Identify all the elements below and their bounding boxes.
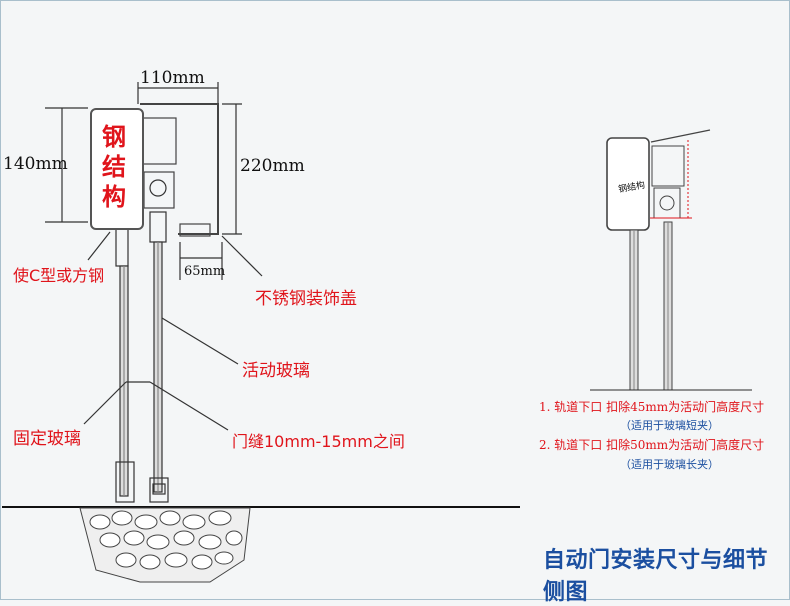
- hanger: [149, 211, 167, 243]
- steel-structure-box: [90, 108, 144, 230]
- right-steel-box: [606, 137, 650, 231]
- pulley-wheel: [149, 179, 167, 197]
- right-pulley-unit: [653, 187, 681, 219]
- pulley-unit: [143, 171, 175, 209]
- cover-bracket: [179, 223, 211, 237]
- leader-cover: [221, 235, 263, 277]
- note-2: 2. 轨道下口 扣除50mm为活动门高度尺寸: [539, 438, 765, 452]
- right-motor-unit: [651, 145, 685, 187]
- motor-unit: [141, 117, 177, 165]
- note-2-sub: （适用于玻璃长夹）: [620, 458, 719, 471]
- bottom-guide-fixed: [115, 461, 135, 503]
- steel-structure-text: 钢结构: [102, 123, 126, 211]
- dim-width-label: 110mm: [140, 68, 205, 88]
- diagram-title: 自动门安装尺寸与细节侧图: [543, 548, 769, 605]
- right-pulley-wheel: [659, 195, 675, 211]
- dim-offset-label: 65mm: [184, 264, 226, 279]
- label-c-steel: 使C型或方钢: [13, 266, 105, 285]
- bottom-guide-moving: [149, 477, 169, 503]
- dim-height-box-label: 140mm: [3, 154, 68, 174]
- label-door-gap: 门缝10mm-15mm之间: [232, 432, 405, 451]
- dim-height-total-label: 220mm: [240, 156, 305, 176]
- label-moving-glass: 活动玻璃: [242, 361, 310, 381]
- floor-guide: [152, 483, 166, 495]
- leader-gap: [149, 381, 229, 431]
- leader-c-steel: [87, 231, 111, 261]
- leader-moving-glass: [161, 317, 239, 365]
- left-diagram: [2, 82, 520, 508]
- header-housing: [140, 103, 219, 235]
- note-1: 1. 轨道下口 扣除45mm为活动门高度尺寸: [539, 400, 765, 414]
- right-diagram: [590, 129, 752, 391]
- label-cover: 不锈钢装饰盖: [255, 289, 357, 309]
- c-steel-post: [115, 225, 129, 267]
- foundation-gravel: [79, 507, 251, 583]
- note-1-sub: （适用于玻璃短夹）: [620, 419, 719, 432]
- label-fixed-glass: 固定玻璃: [13, 429, 81, 449]
- leader-fixed-glass: [83, 381, 127, 425]
- ceiling-line: [650, 129, 711, 143]
